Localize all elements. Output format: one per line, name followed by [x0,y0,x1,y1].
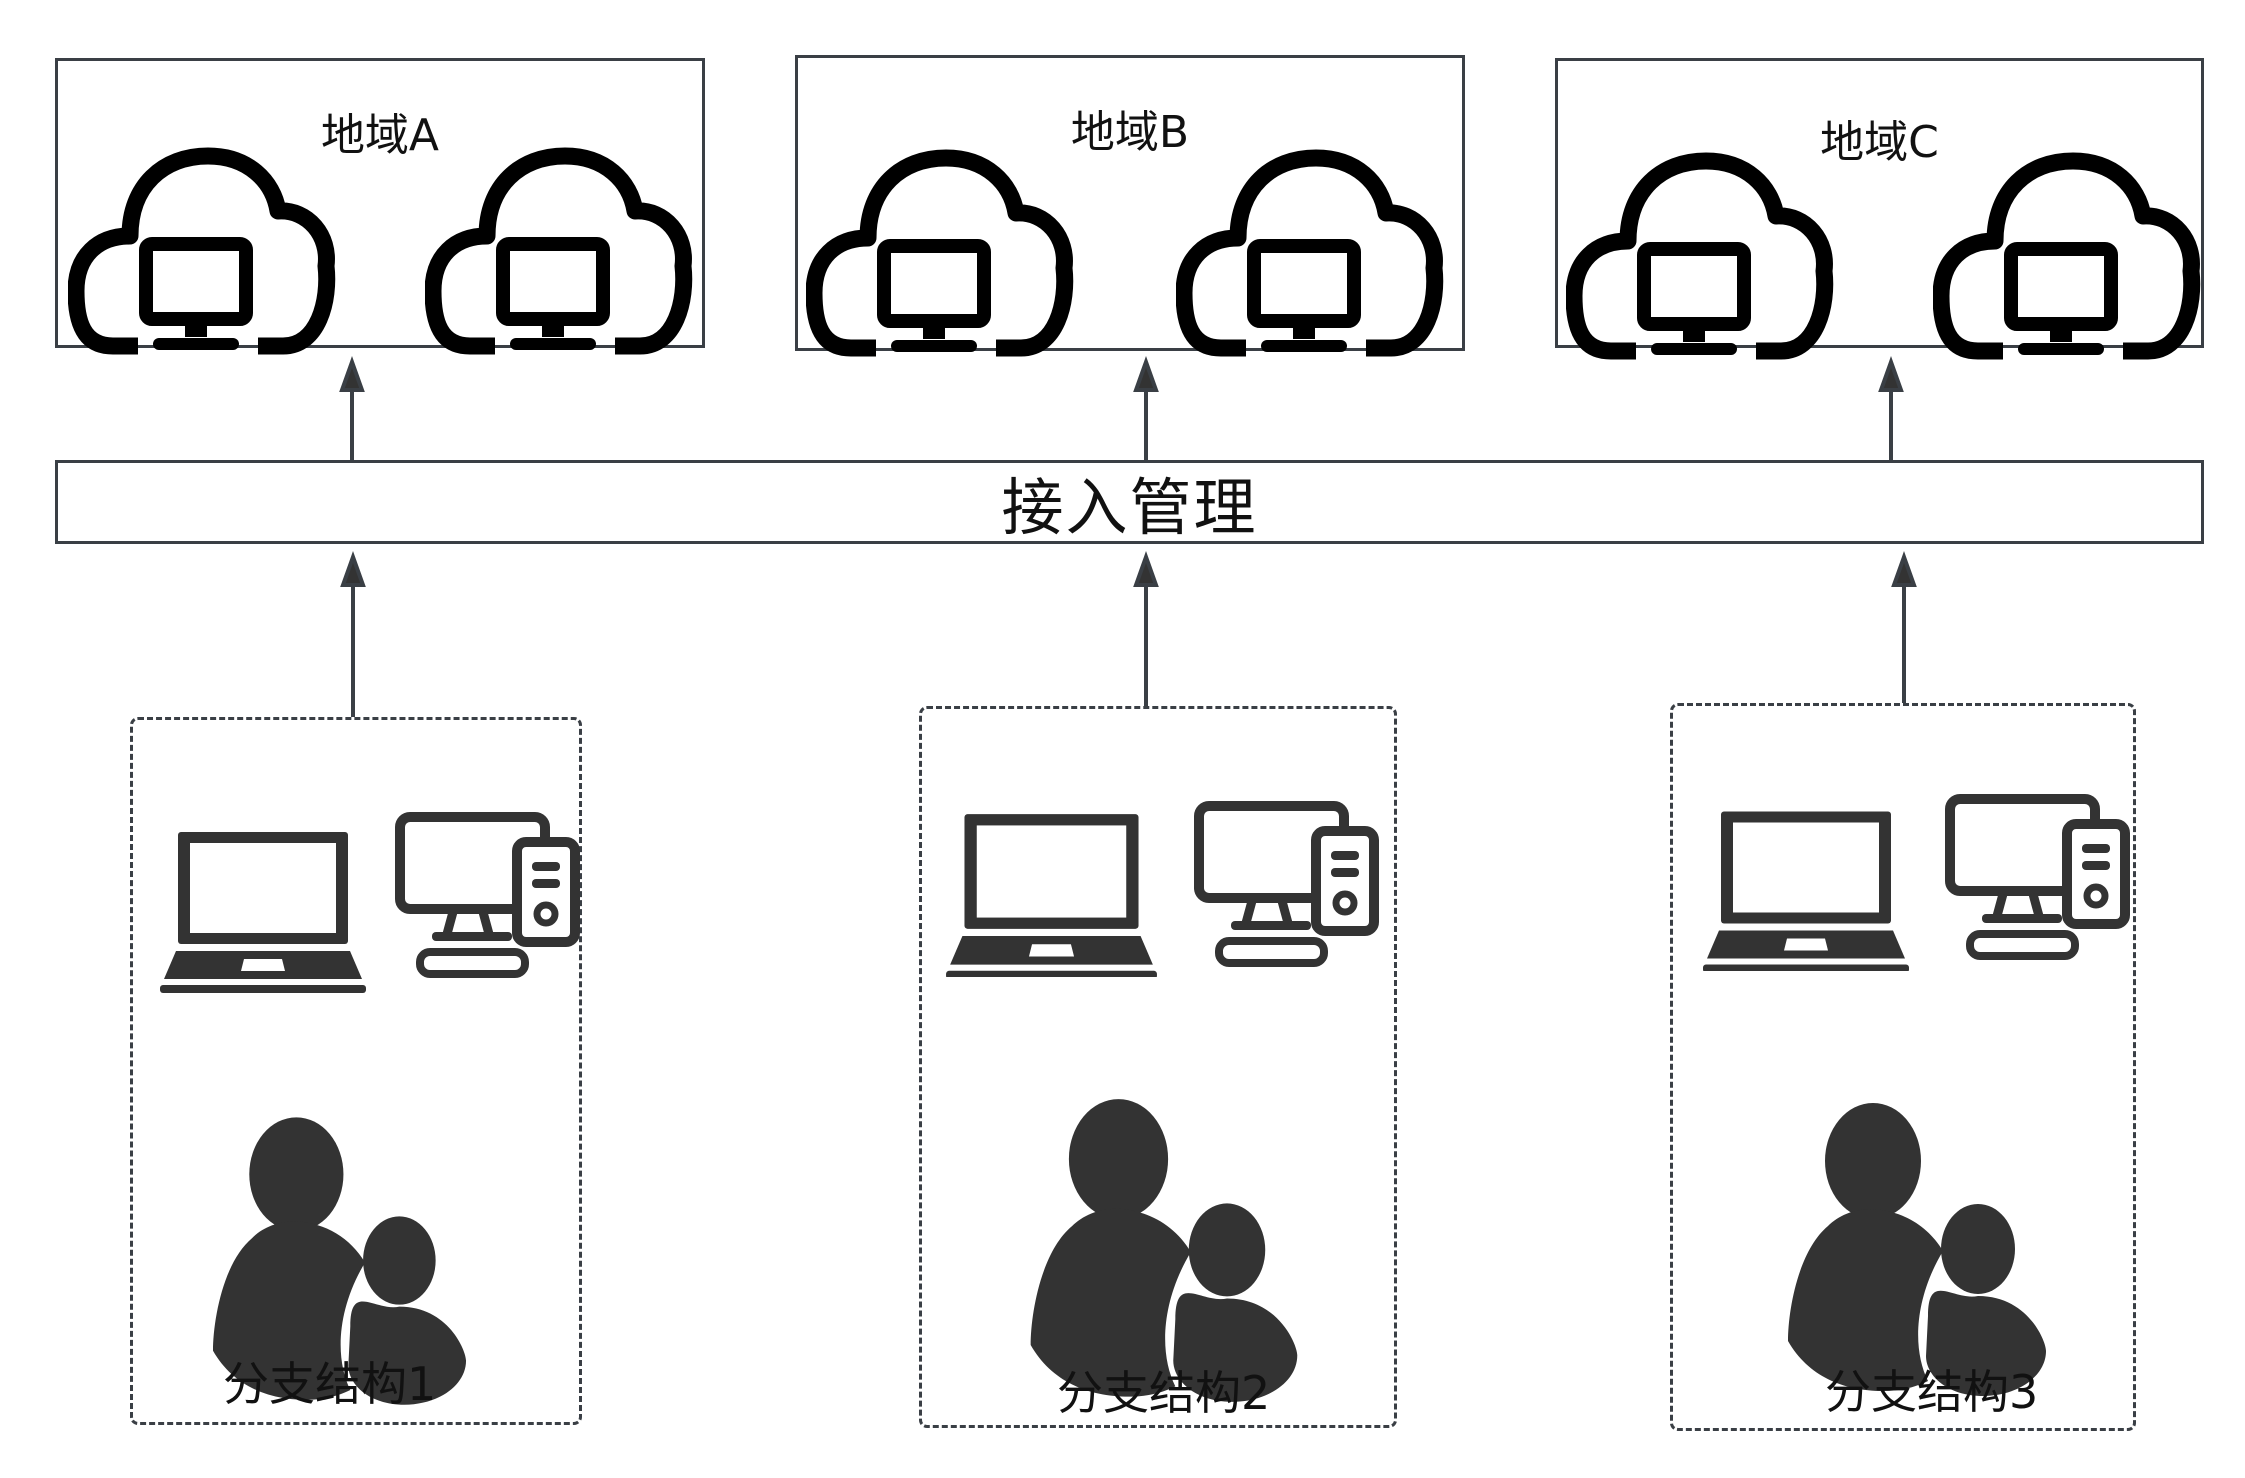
branch-label: 分支结构1 [223,1357,437,1411]
branch-label: 分支结构2 [1057,1366,1271,1420]
region-box-c: 地域C [1555,58,2204,348]
branch-box-2: 分支结构2 [919,706,1397,1428]
region-box-a: 地域A [55,58,705,348]
cloud-computer-icon [68,141,338,361]
laptop-icon [944,809,1159,977]
cloud-computer-icon [1176,143,1446,363]
branch-box-3: 分支结构3 [1670,703,2136,1431]
laptop-icon [158,825,368,993]
branch-box-1: 分支结构1 [130,717,582,1425]
arrowhead [1133,551,1159,587]
arrowhead [1891,551,1917,587]
region-title: 地域A [320,110,440,161]
desktop-icon [1945,794,2135,964]
arrowhead [1133,356,1159,392]
cloud-computer-icon [806,143,1076,363]
access-management-label: 接入管理 [1001,471,1258,544]
cloud-computer-icon [1566,146,1836,366]
laptop-icon [1701,806,1911,971]
desktop-icon [1194,801,1384,971]
region-title: 地域C [1820,117,1939,168]
cloud-computer-icon [425,141,695,361]
access-management-bar: 接入管理 [55,460,2204,544]
arrowhead [339,356,365,392]
region-title: 地域B [1070,107,1190,158]
desktop-icon [395,812,585,982]
arrowhead [1878,356,1904,392]
cloud-computer-icon [1933,146,2203,366]
branch-label: 分支结构3 [1825,1365,2039,1419]
region-box-b: 地域B [795,55,1465,351]
arrowhead [340,551,366,587]
